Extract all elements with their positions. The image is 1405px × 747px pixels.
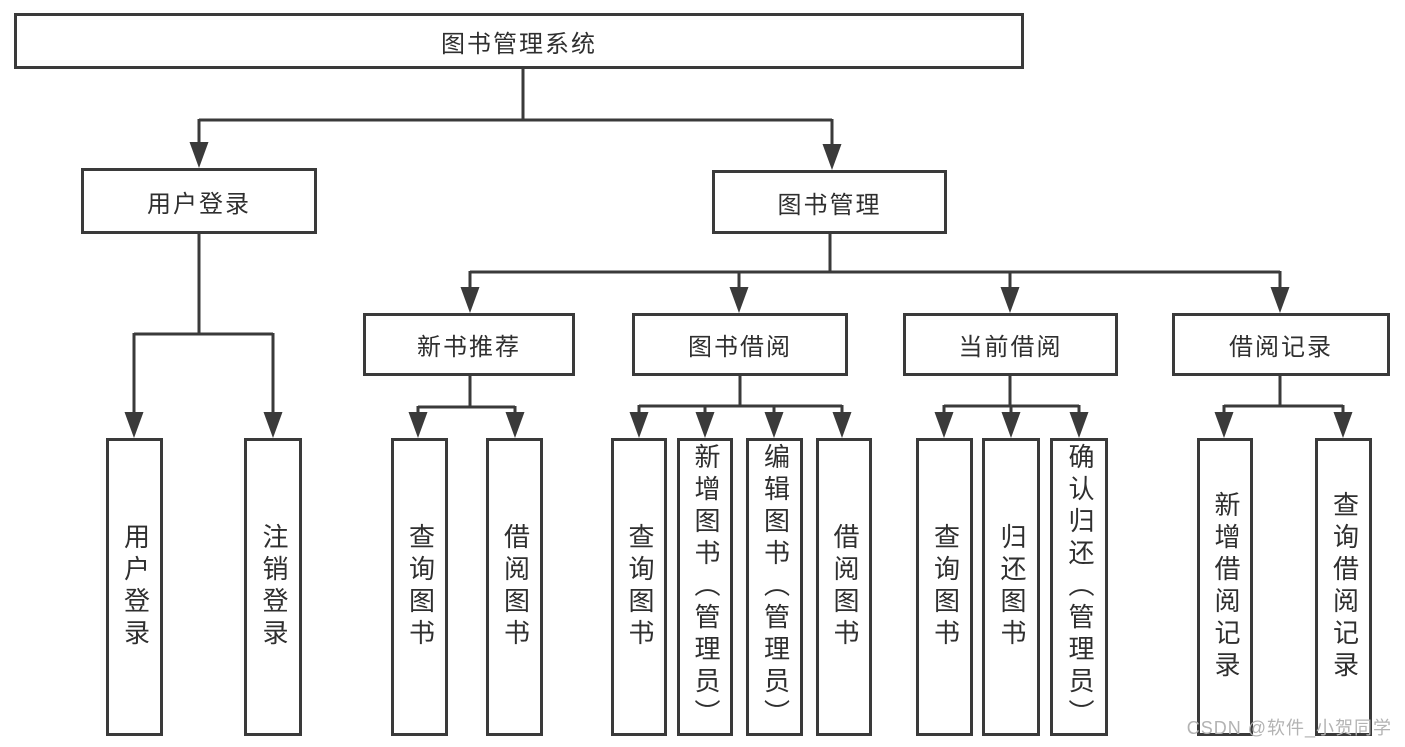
node-label: 注销登录 xyxy=(258,523,289,651)
node-current-borrowing: 当前借阅 xyxy=(903,313,1118,376)
leaf-query-borrow-record: 查询借阅记录 xyxy=(1315,438,1372,736)
node-book-borrowing: 图书借阅 xyxy=(632,313,848,376)
leaf-user-login: 用户登录 xyxy=(106,438,163,736)
node-label: 图书管理系统 xyxy=(441,30,597,58)
leaf-query-books-current: 查询图书 xyxy=(916,438,973,736)
node-label: 用户登录 xyxy=(120,523,151,651)
node-label: 归还图书 xyxy=(996,523,1027,651)
node-label: 借阅图书 xyxy=(829,523,860,651)
node-library-system: 图书管理系统 xyxy=(14,13,1024,69)
node-label: 新增借阅记录 xyxy=(1210,491,1241,683)
node-label: 图书借阅 xyxy=(688,334,792,361)
node-label: 用户登录 xyxy=(147,190,251,218)
leaf-query-books-recommend: 查询图书 xyxy=(391,438,448,736)
leaf-logout: 注销登录 xyxy=(244,438,302,736)
node-label: 确认归还（管理员） xyxy=(1064,443,1095,731)
node-label: 查询图书 xyxy=(405,523,436,651)
leaf-query-books-borrowing: 查询图书 xyxy=(611,438,667,736)
node-label: 查询图书 xyxy=(624,523,655,651)
node-new-book-recommend: 新书推荐 xyxy=(363,313,575,376)
node-label: 新书推荐 xyxy=(417,334,521,361)
node-label: 当前借阅 xyxy=(958,334,1063,361)
leaf-return-books: 归还图书 xyxy=(982,438,1040,736)
node-label: 编辑图书（管理员） xyxy=(760,443,791,731)
leaf-add-book-admin: 新增图书（管理员） xyxy=(677,438,733,736)
leaf-edit-book-admin: 编辑图书（管理员） xyxy=(746,438,803,736)
csdn-watermark: CSDN @软件_小贺同学 xyxy=(1186,718,1392,738)
leaf-borrow-books-borrowing: 借阅图书 xyxy=(816,438,872,736)
leaf-confirm-return-admin: 确认归还（管理员） xyxy=(1050,438,1108,736)
leaf-borrow-books-recommend: 借阅图书 xyxy=(486,438,543,736)
node-label: 新增图书（管理员） xyxy=(690,443,721,731)
node-label: 查询借阅记录 xyxy=(1329,491,1360,683)
node-borrow-records: 借阅记录 xyxy=(1172,313,1390,376)
node-label: 借阅图书 xyxy=(500,523,531,651)
node-user-login-branch: 用户登录 xyxy=(81,168,317,234)
node-label: 借阅记录 xyxy=(1229,334,1333,361)
node-label: 查询图书 xyxy=(930,523,961,651)
node-label: 图书管理 xyxy=(777,191,882,219)
leaf-add-borrow-record: 新增借阅记录 xyxy=(1197,438,1253,736)
node-book-management: 图书管理 xyxy=(712,170,947,234)
